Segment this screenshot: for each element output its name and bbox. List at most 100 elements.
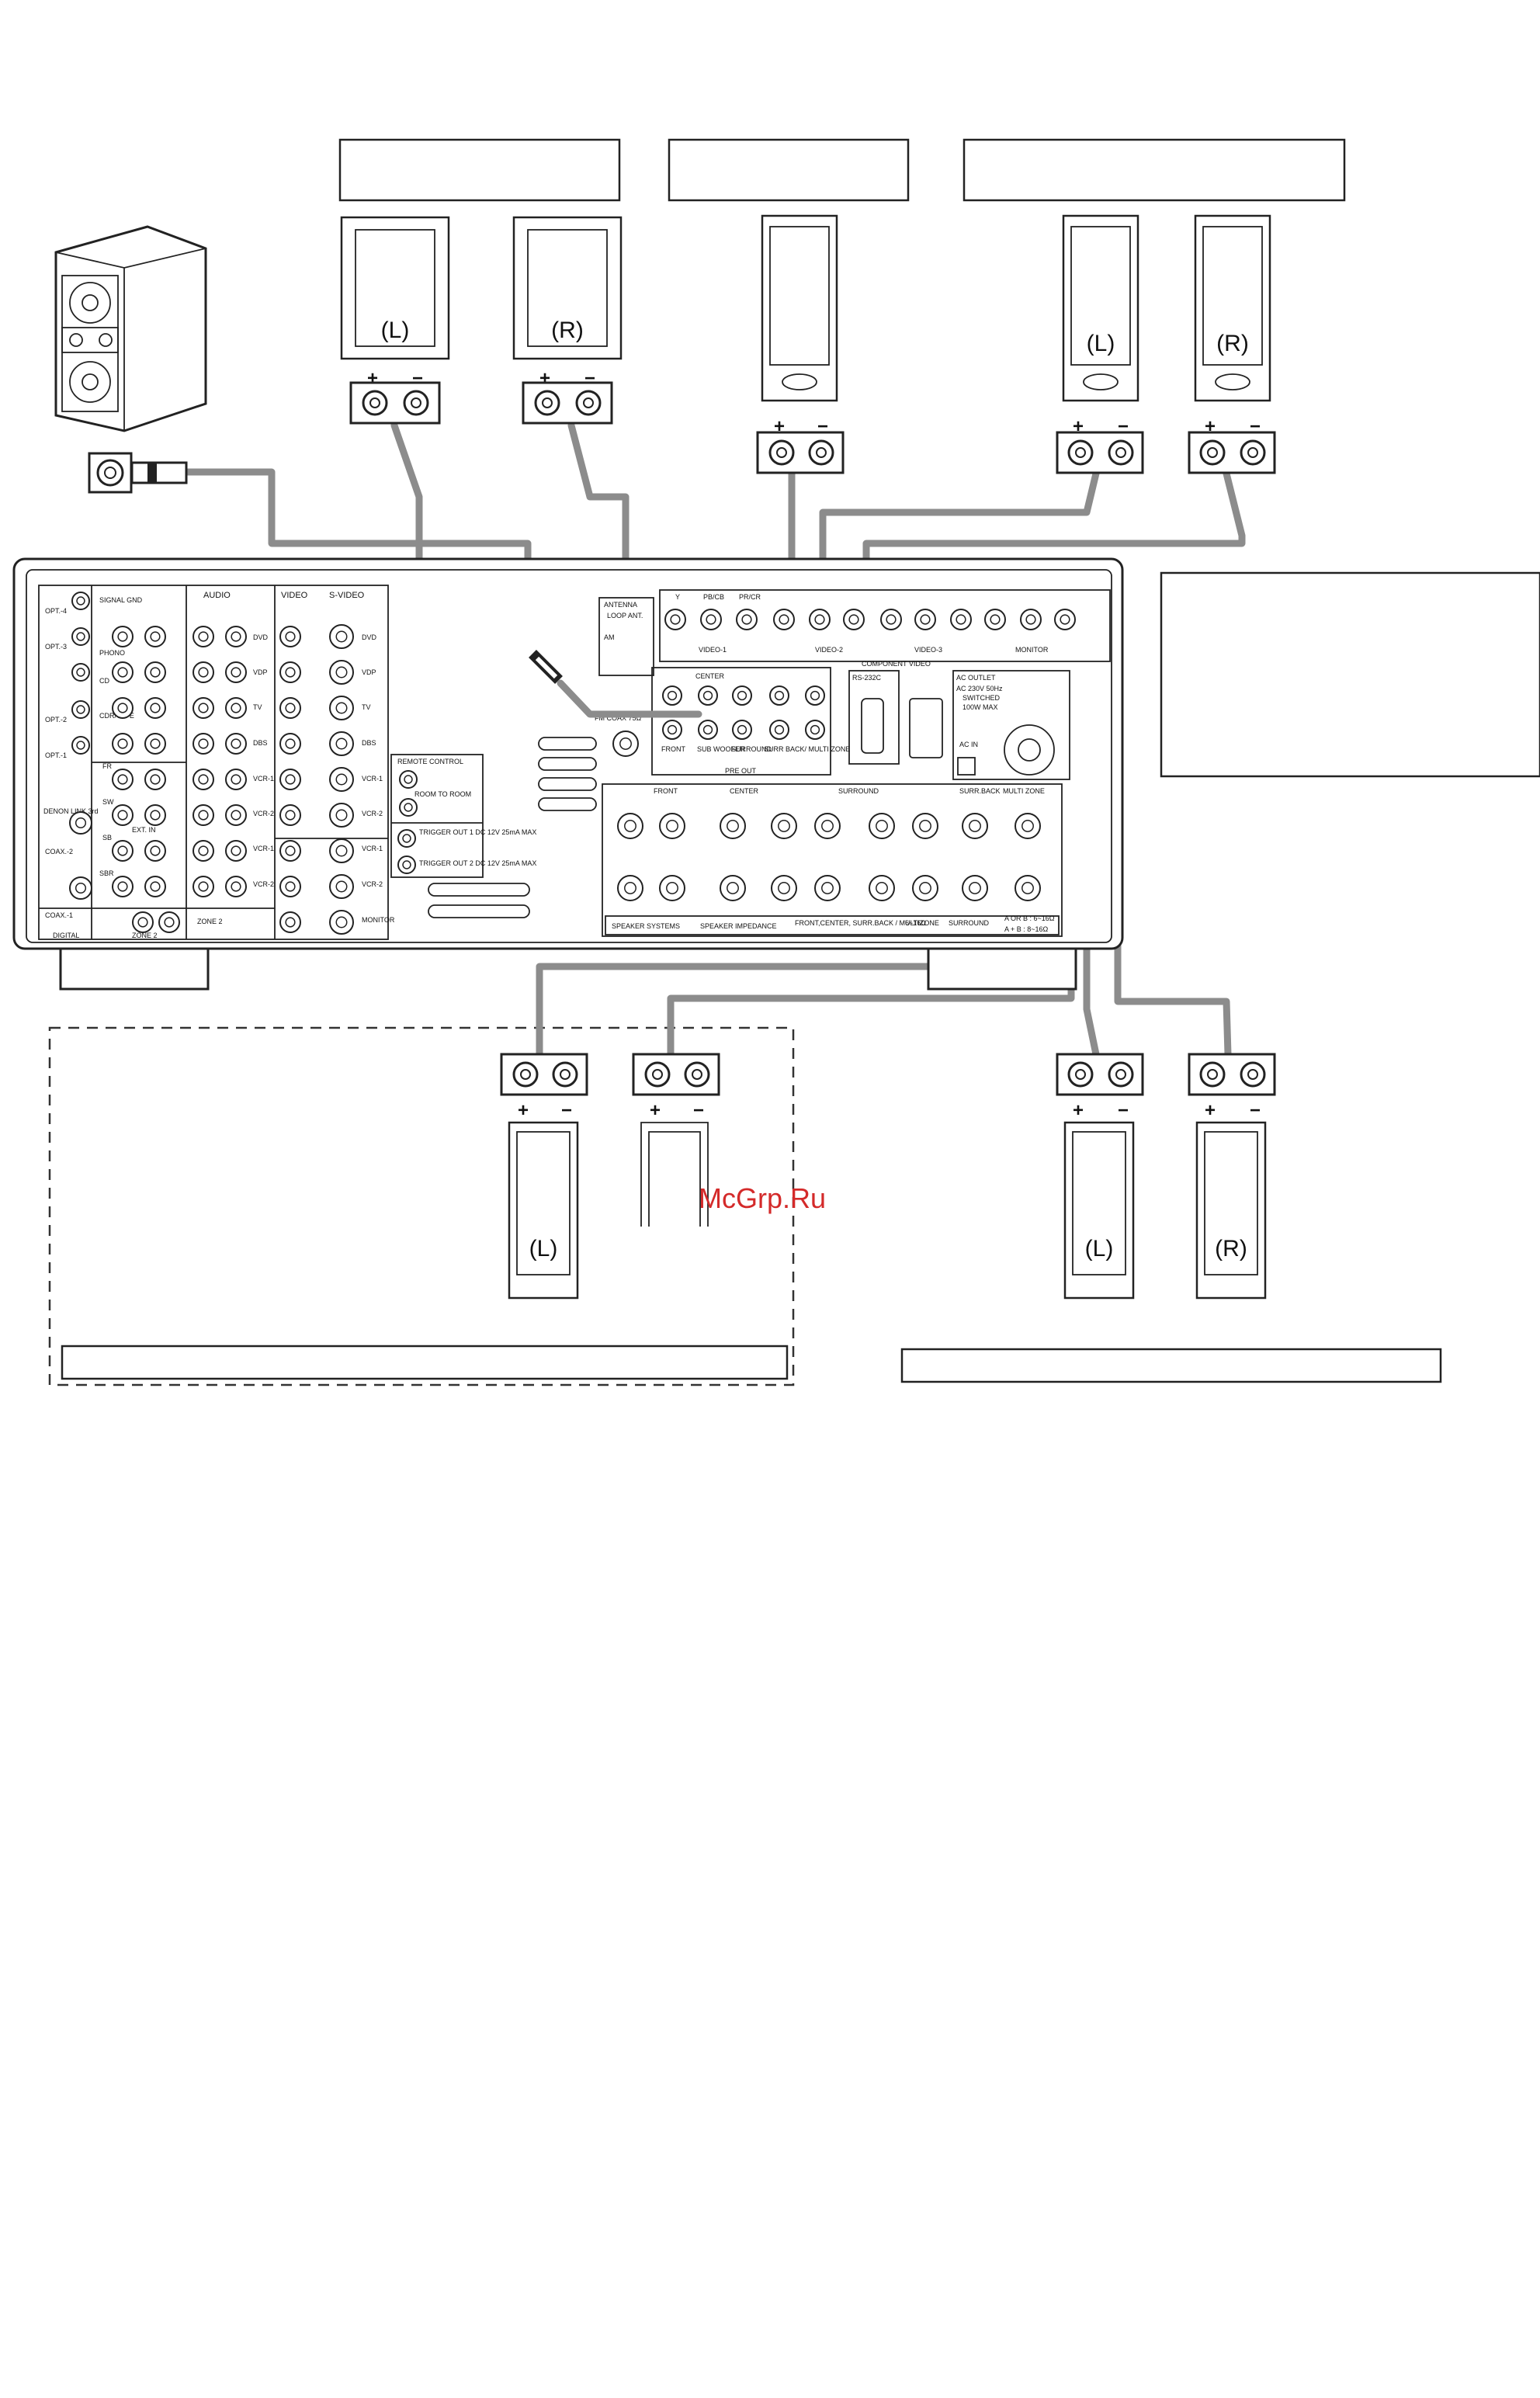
svg-text:+: + <box>1073 1100 1084 1121</box>
center-speaker-label-box <box>668 138 910 202</box>
coax-jack-center <box>75 817 87 829</box>
terminal-center: + − <box>756 416 845 474</box>
preout-jack-center <box>667 724 678 735</box>
svg-text:DVD: DVD <box>362 633 377 641</box>
optical-jack-center <box>76 668 85 677</box>
svg-text:SURROUND: SURROUND <box>838 787 879 795</box>
svg-text:VDP: VDP <box>362 668 376 676</box>
svg-text:LOOP ANT.: LOOP ANT. <box>607 612 643 619</box>
surround-back-label-box <box>900 1348 1442 1383</box>
svg-text:OPT.-2: OPT.-2 <box>45 716 67 724</box>
remote-jack-center <box>404 775 413 784</box>
svg-text:AC 230V 50Hz: AC 230V 50Hz <box>956 685 1003 692</box>
preout-jack-center <box>810 690 820 701</box>
svg-text:SURR BACK/ MULTI ZONE: SURR BACK/ MULTI ZONE <box>764 745 850 753</box>
speaker-post-center <box>821 882 834 894</box>
front-right-channel-label: (R) <box>551 318 584 343</box>
svg-text:DVD: DVD <box>253 633 269 641</box>
optical-jack-center <box>76 741 85 750</box>
s-video-jack-center <box>335 630 348 643</box>
s-video-jack-center <box>335 666 348 678</box>
audio-jack-center <box>231 703 241 713</box>
zone-right-speaker-partial <box>640 1122 709 1227</box>
audio-jack-center <box>231 631 241 642</box>
audio-jack-center <box>231 810 241 821</box>
trigger-jack-center <box>402 834 411 843</box>
surround-speakers-label-box <box>962 138 1346 202</box>
svg-text:SURROUND: SURROUND <box>731 745 772 753</box>
audio-jack-center <box>150 881 161 892</box>
surround-back-right-speaker: (R) <box>1195 1121 1267 1300</box>
optical-jack-center <box>76 705 85 714</box>
s-video-jack-center <box>335 845 348 857</box>
speaker-post-center <box>821 820 834 832</box>
svg-text:100W MAX: 100W MAX <box>962 703 998 711</box>
svg-text:ZONE 2: ZONE 2 <box>197 918 223 925</box>
preout-jack-center <box>774 724 785 735</box>
audio-jack-center <box>198 774 209 785</box>
svg-text:AC IN: AC IN <box>959 741 978 748</box>
subwoofer-rca-plug <box>529 650 702 718</box>
audio-jack-center <box>150 738 161 749</box>
speaker-post-center <box>778 820 790 832</box>
speaker-post-center <box>624 882 636 894</box>
svg-text:VCR-2: VCR-2 <box>253 810 274 817</box>
svg-text:ANTENNA: ANTENNA <box>604 601 637 609</box>
video-jack-center <box>285 631 296 642</box>
svg-text:OPT.-1: OPT.-1 <box>45 751 67 759</box>
svg-text:A + B : 8~16Ω: A + B : 8~16Ω <box>1004 925 1049 933</box>
svg-text:SPEAKER IMPEDANCE: SPEAKER IMPEDANCE <box>700 922 777 930</box>
surround-back-left-speaker: (L) <box>1063 1121 1135 1300</box>
svg-text:TV: TV <box>253 703 262 711</box>
s-video-jack-center <box>335 702 348 714</box>
audio-jack-center <box>164 917 175 928</box>
audio-jack-center <box>117 810 128 821</box>
component-jack-center <box>1025 614 1036 625</box>
component-jack-center <box>706 614 716 625</box>
subwoofer <box>54 225 207 432</box>
svg-text:REMOTE CONTROL: REMOTE CONTROL <box>397 758 463 765</box>
svg-text:VIDEO: VIDEO <box>281 591 308 600</box>
audio-jack-center <box>117 845 128 856</box>
front-left-speaker: (L) <box>340 216 450 360</box>
preout-jack-center <box>667 690 678 701</box>
audio-jack-center <box>231 667 241 678</box>
svg-text:MONITOR: MONITOR <box>362 916 395 924</box>
audio-jack-center <box>150 774 161 785</box>
component-jack-center <box>886 614 897 625</box>
zone-left-speaker: (L) <box>508 1121 579 1300</box>
svg-text:PR/CR: PR/CR <box>739 593 761 601</box>
preout-jack-center <box>810 724 820 735</box>
speaker-post-center <box>969 882 981 894</box>
svg-text:VCR-1: VCR-1 <box>253 845 274 852</box>
svg-text:FRONT,CENTER, SURR.BACK / MULT: FRONT,CENTER, SURR.BACK / MULTIZONE <box>795 919 939 927</box>
video-jack-center <box>285 845 296 856</box>
audio-jack-center <box>198 631 209 642</box>
s-video-jack-center <box>335 809 348 821</box>
component-jack-center <box>779 614 789 625</box>
audio-jack-center <box>231 881 241 892</box>
video-jack-center <box>285 667 296 678</box>
surround-left-channel-label: (L) <box>1087 331 1115 356</box>
note-box <box>1160 571 1540 778</box>
svg-text:CD: CD <box>99 677 109 685</box>
preout-jack-center <box>702 724 713 735</box>
svg-text:COAX.-1: COAX.-1 <box>45 911 73 919</box>
svg-text:VIDEO-1: VIDEO-1 <box>699 646 727 654</box>
audio-jack-center <box>117 774 128 785</box>
audio-jack-center <box>198 667 209 678</box>
video-jack-center <box>285 881 296 892</box>
svg-text:TV: TV <box>362 703 371 711</box>
component-jack-center <box>670 614 681 625</box>
svg-text:FM COAX 75Ω: FM COAX 75Ω <box>595 714 642 722</box>
terminal-surround-right: + − <box>1188 416 1276 474</box>
audio-jack-center <box>117 881 128 892</box>
svg-text:PB/CB: PB/CB <box>703 593 724 601</box>
svg-text:MONITOR: MONITOR <box>1015 646 1049 654</box>
watermark: McGrp.Ru <box>699 1182 826 1214</box>
front-left-channel-label: (L) <box>381 318 410 343</box>
svg-text:MULTI ZONE: MULTI ZONE <box>1003 787 1045 795</box>
component-jack-center <box>848 614 859 625</box>
speaker-post-center <box>1021 820 1034 832</box>
svg-text:FRONT: FRONT <box>654 787 678 795</box>
